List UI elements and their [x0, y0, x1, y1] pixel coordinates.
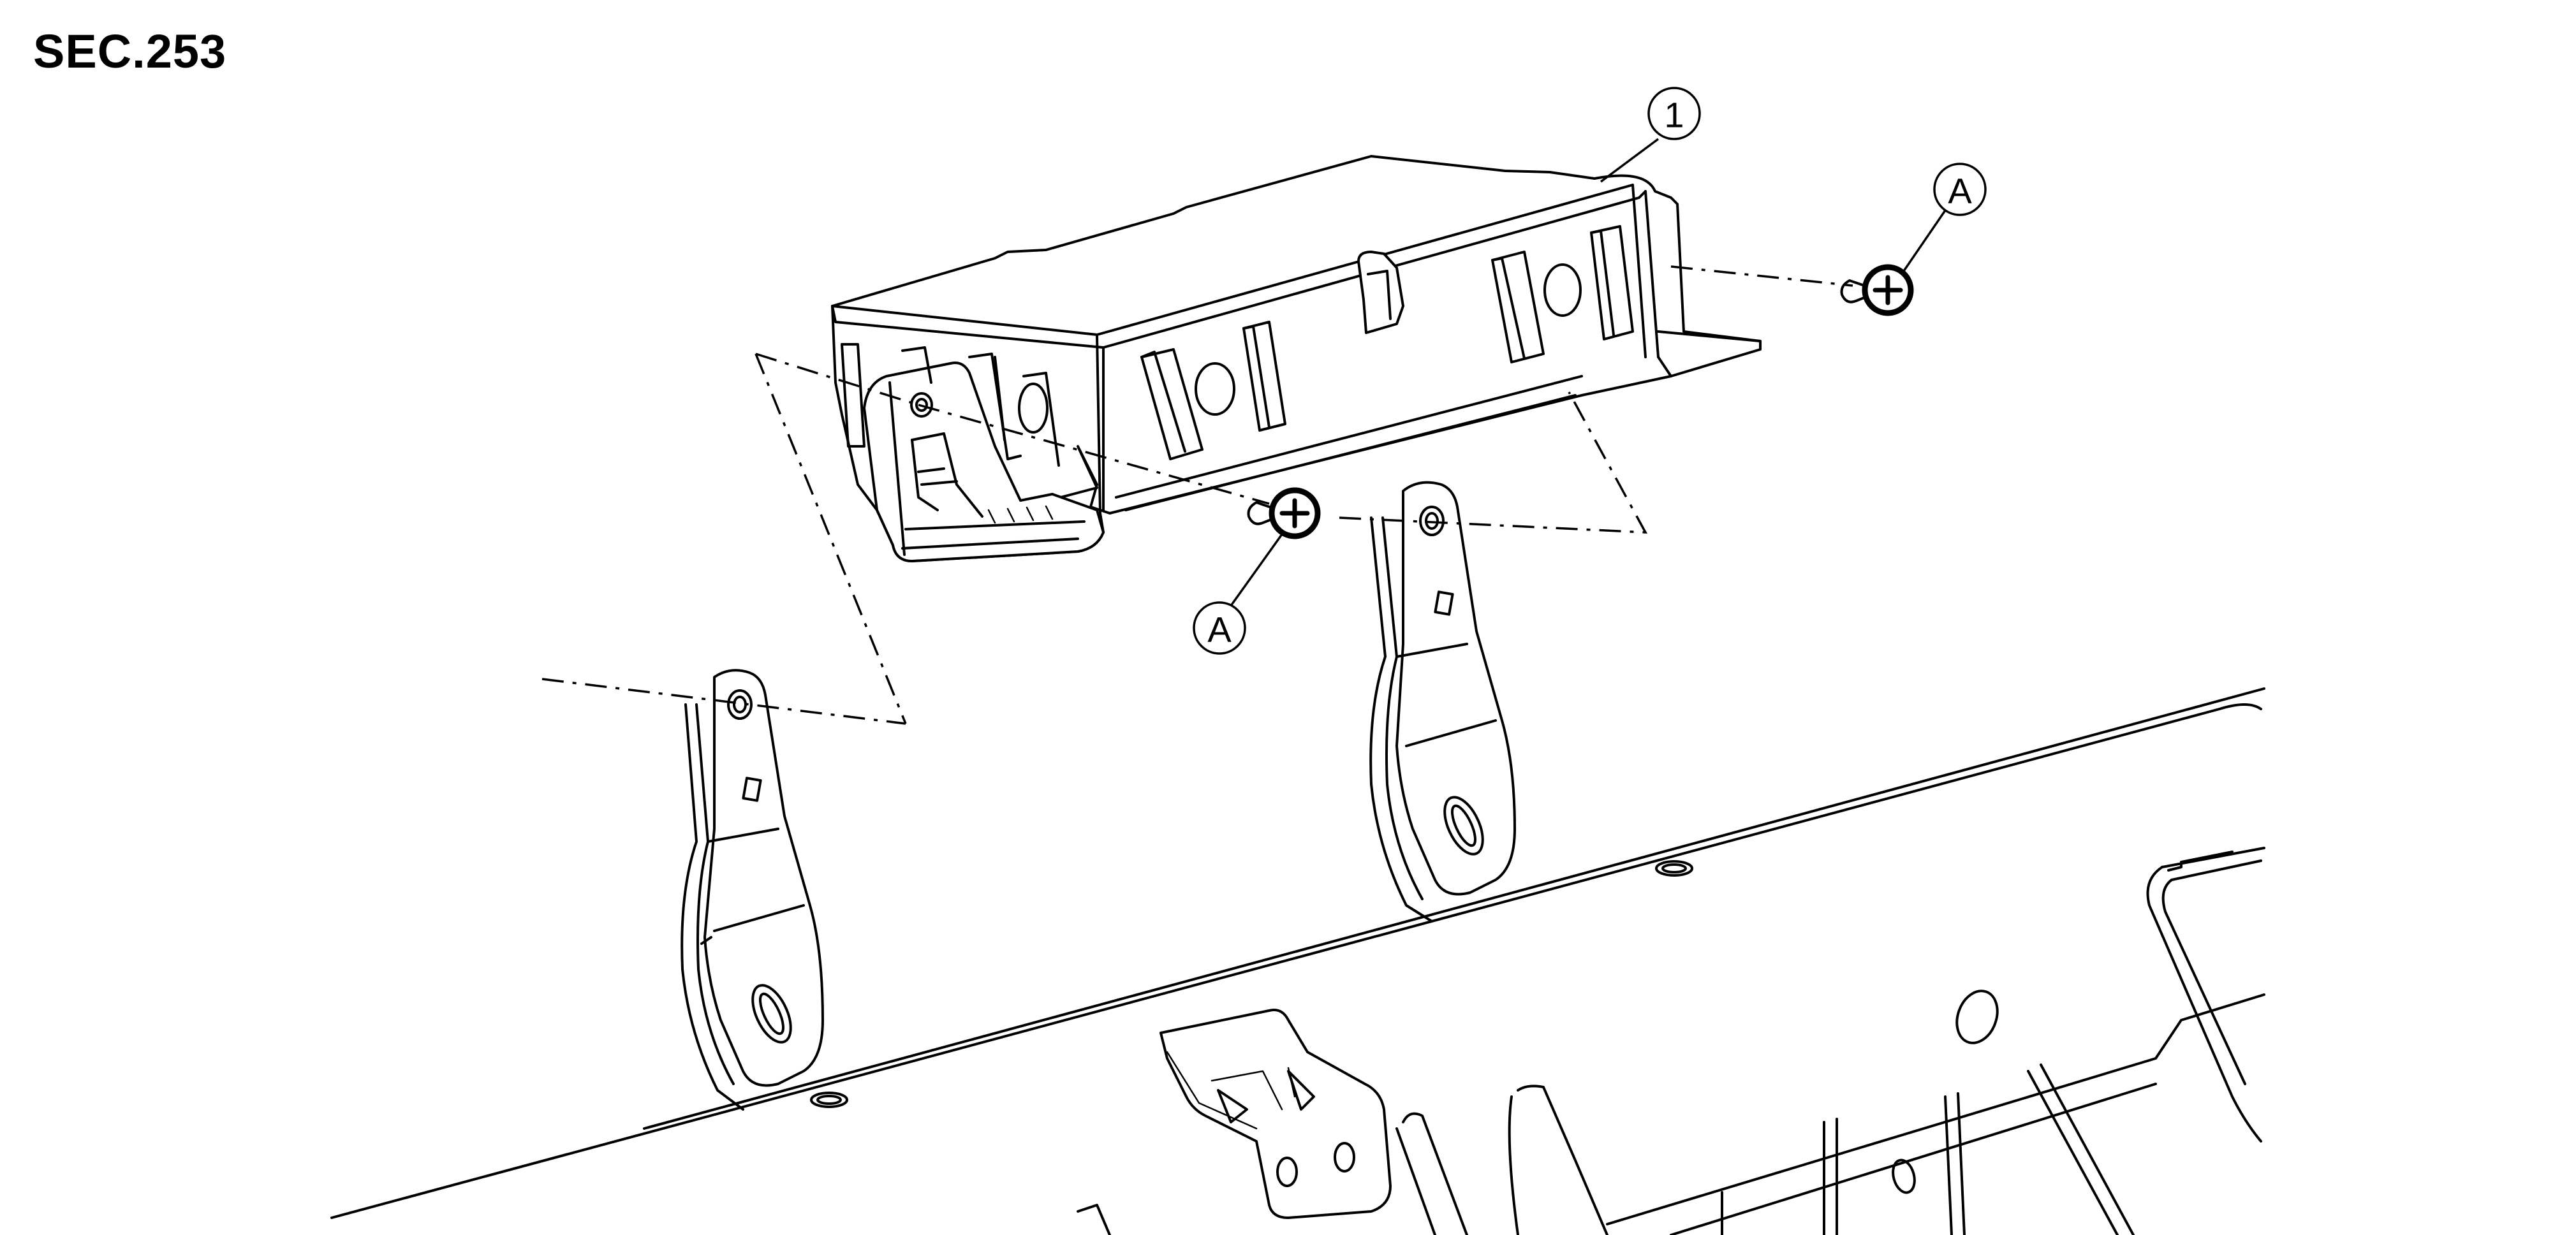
bolt-a-top [1840, 264, 1914, 316]
control-module [831, 155, 1762, 562]
callout-bolt-a-top: A [1903, 163, 1987, 272]
callout-bolt-a-middle: A [1193, 533, 1283, 655]
section-label: SEC.253 [33, 25, 227, 78]
callout-part-1-label: 1 [1664, 95, 1684, 135]
left-mounting-bracket [681, 669, 824, 1111]
center-mounting-bracket [1369, 481, 1516, 923]
instrument-panel-member [330, 687, 2265, 1235]
callout-bolt-a-middle-label: A [1207, 610, 1232, 650]
bolt-a-middle [1247, 487, 1321, 539]
callout-bolt-a-top-label: A [1948, 171, 1972, 211]
assembly-guide-lines [541, 265, 1853, 725]
callout-part-1: 1 [1600, 87, 1701, 183]
